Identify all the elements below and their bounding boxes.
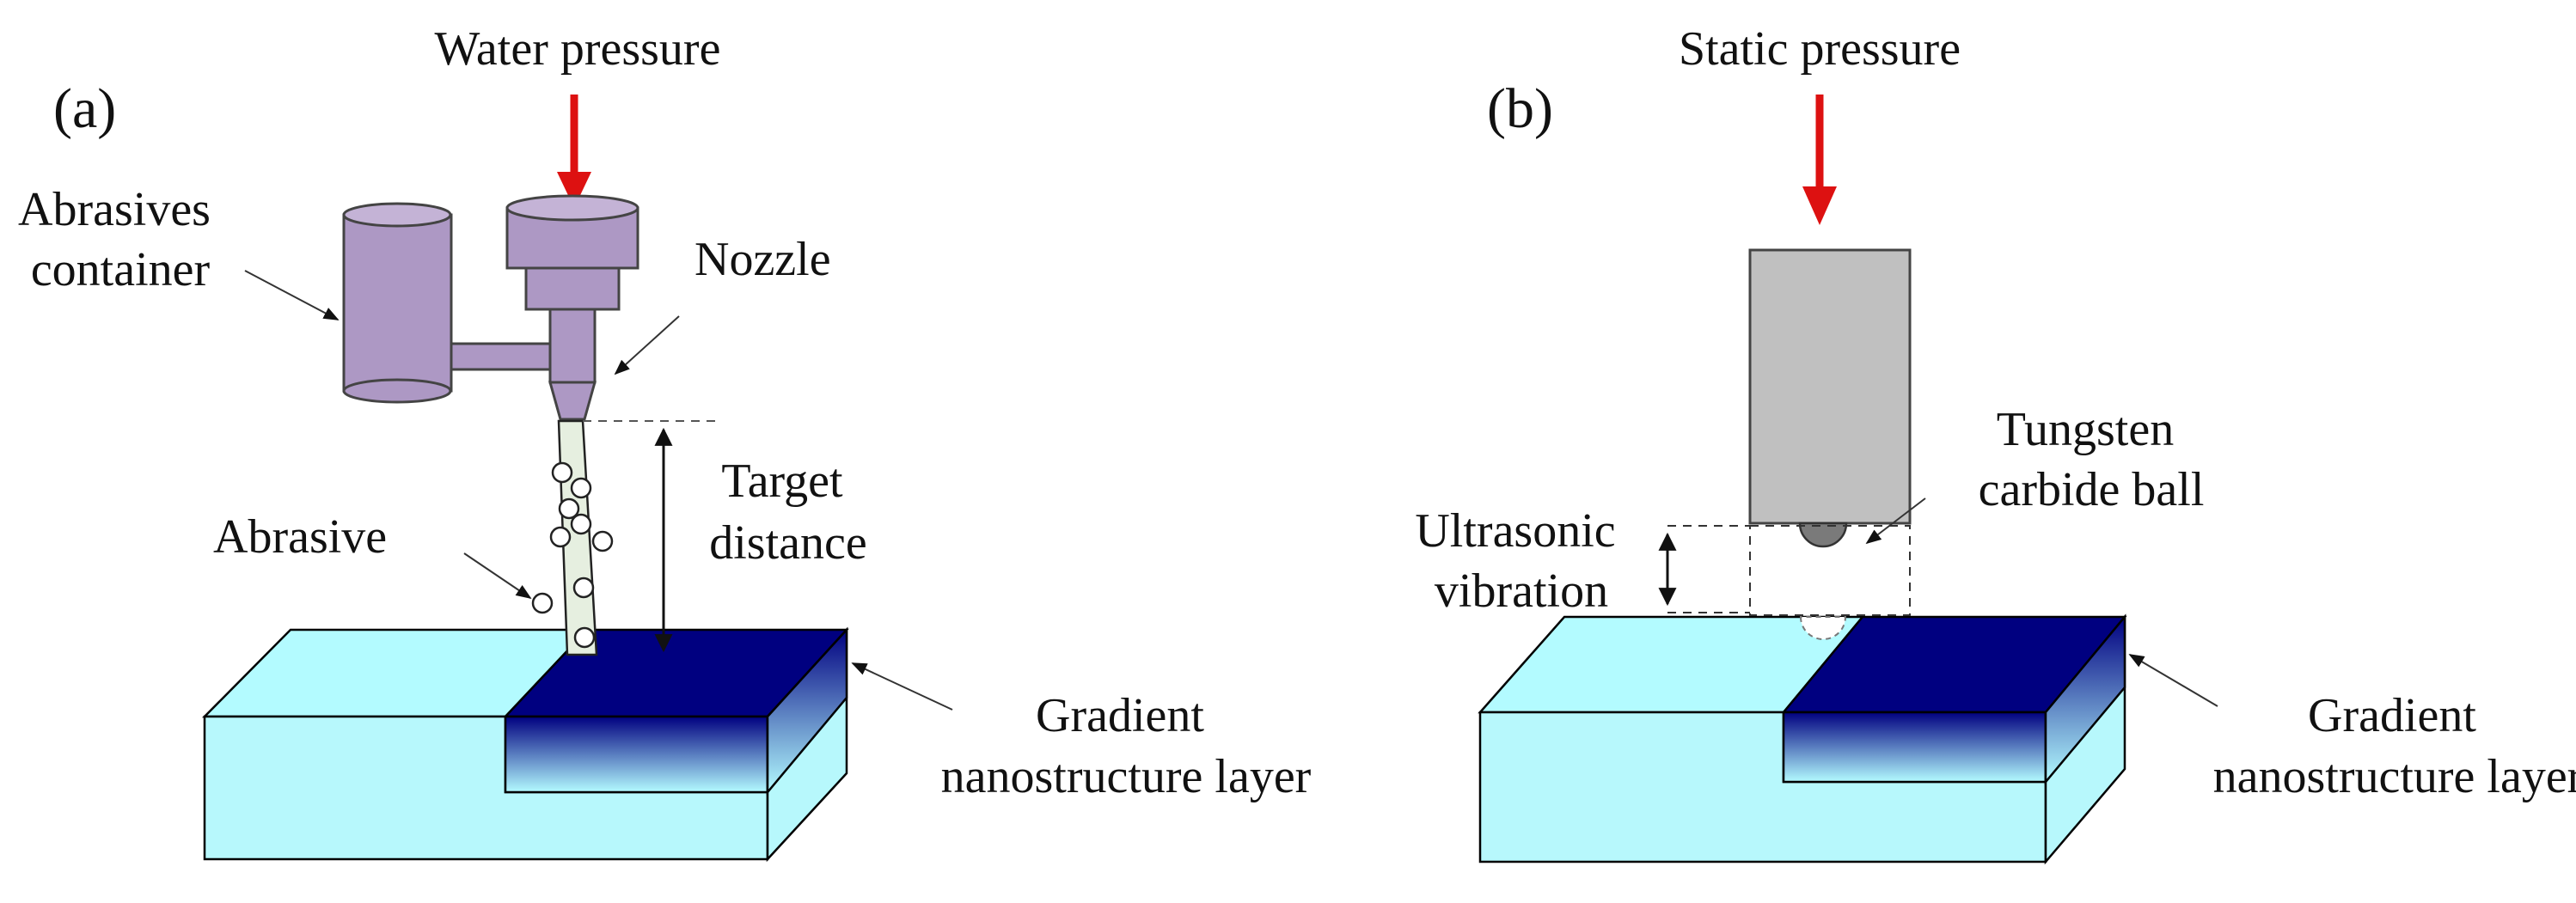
static-pressure-arrow — [1802, 95, 1837, 225]
nozzle-shape — [505, 194, 639, 421]
panel-a-label: (a) — [53, 77, 116, 140]
target-distance-label: Target distance — [709, 455, 866, 570]
gradient-layer-side-b — [2044, 613, 2126, 785]
gradient-layer-leader-a — [851, 662, 953, 711]
nozzle-leader — [614, 315, 680, 375]
abrasive-label: Abrasive — [213, 510, 387, 564]
panel-a: (a) Water pressure — [18, 22, 1312, 863]
surface-indent — [1799, 616, 1847, 640]
abrasives-container-leader — [244, 270, 340, 320]
nozzle-label: Nozzle — [694, 233, 831, 286]
ball-leader — [1865, 497, 1926, 545]
vibration-label: Ultrasonic vibration — [1415, 504, 1627, 618]
gradient-layer-label-a: Gradient nanostructure layer — [941, 689, 1312, 803]
abrasives-container-label: Abrasives container — [18, 183, 223, 296]
gradient-layer-leader-b — [2128, 654, 2218, 707]
panel-b-label: (b) — [1487, 77, 1553, 140]
ball-label: Tungsten carbide ball — [1979, 403, 2205, 516]
abrasive-leader — [463, 552, 532, 600]
panel-b: (b) Static pressure — [1415, 22, 2576, 865]
gradient-layer-side-a — [766, 626, 848, 796]
workpiece-block-b — [1478, 613, 2127, 865]
vibration-envelope — [1658, 525, 1911, 616]
water-pressure-label: Water pressure — [435, 22, 721, 76]
workpiece-block-a — [202, 626, 849, 863]
gradient-layer-front-a — [504, 715, 769, 794]
water-pressure-arrow — [557, 95, 591, 208]
gradient-layer-front-b — [1782, 711, 2047, 784]
tool-shape — [1748, 248, 1912, 548]
static-pressure-label: Static pressure — [1679, 22, 1961, 76]
gradient-layer-label-b: Gradient nanostructure layer — [2213, 689, 2576, 803]
abrasives-container-shape — [342, 202, 552, 404]
abrasive-jet — [531, 419, 614, 656]
target-distance-marker — [583, 420, 718, 653]
